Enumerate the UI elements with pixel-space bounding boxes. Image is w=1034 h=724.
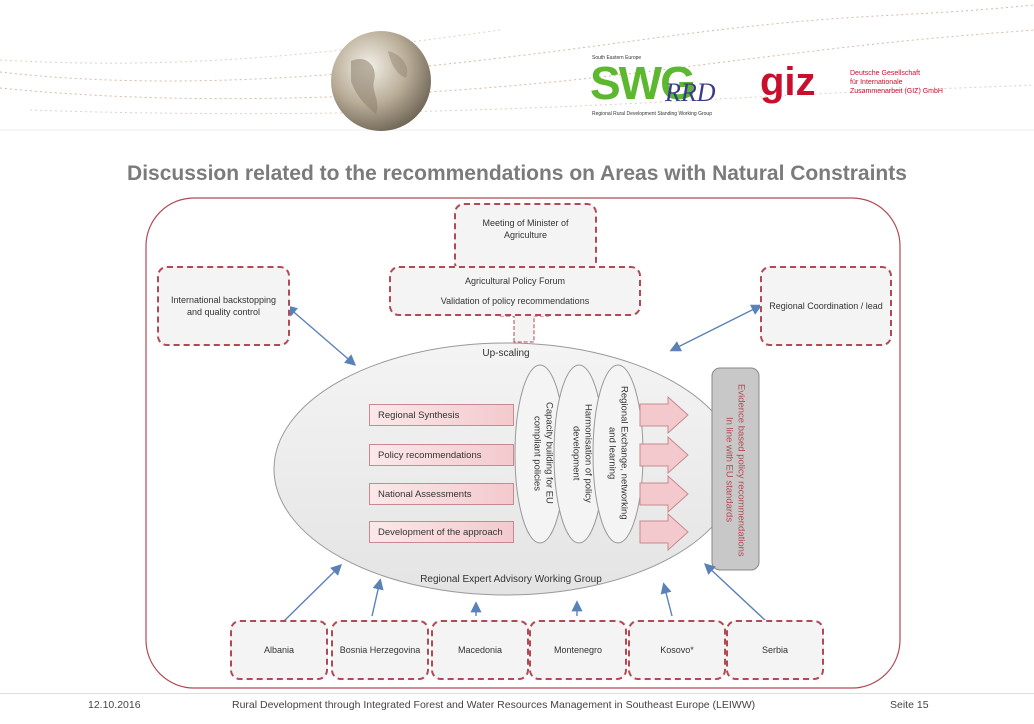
footer-divider: [0, 693, 1034, 694]
outer-frame: [145, 197, 901, 689]
forum-box: Agricultural Policy Forum Validation of …: [389, 266, 641, 316]
country-montenegro: Montenegro: [529, 620, 627, 680]
country-kosovo: Kosovo*: [628, 620, 726, 680]
bar-national-assessments: National Assessments: [369, 483, 514, 505]
footer-text: Rural Development through Integrated For…: [232, 699, 756, 711]
upscaling-label: Up-scaling: [482, 348, 530, 359]
globe-icon: [331, 31, 431, 131]
evidence-box: [711, 367, 760, 571]
forum-subtitle: Validation of policy recommendations: [440, 296, 590, 306]
swg-logo: SWG: [590, 57, 696, 109]
page-title: Discussion related to the recommendation…: [127, 162, 907, 185]
bar-development-approach: Development of the approach: [369, 521, 514, 543]
swg-bottom-text: Regional Rural Development Standing Work…: [592, 111, 712, 117]
swg-top-text: South Eastern Europe: [592, 55, 642, 61]
giz-text: Deutsche Gesellschaft für Internationale…: [850, 70, 943, 95]
oval-harmonisation-label: Harmonisation of policy development: [570, 403, 594, 503]
intl-backstopping-box: International backstopping and quality c…: [157, 266, 290, 346]
expert-group-label: Regional Expert Advisory Working Group: [420, 574, 602, 585]
country-bosnia: Bosnia Herzegovina: [331, 620, 429, 680]
country-serbia: Serbia: [726, 620, 824, 680]
header-decoration: [0, 4, 1034, 131]
evidence-label: Evidence based policy recommendations In…: [723, 383, 747, 557]
oval-exchange-label: Regional Exchange, networking and learni…: [606, 386, 630, 520]
bar-regional-synthesis: Regional Synthesis: [369, 404, 514, 426]
minister-box: Meeting of Minister of Agriculture: [454, 203, 597, 273]
regional-coordination-box: Regional Coordination / lead: [760, 266, 892, 346]
bar-policy-recommendations: Policy recommendations: [369, 444, 514, 466]
oval-capacity-label: Capacity building for EU compliant polic…: [531, 402, 555, 504]
giz-logo: giz: [760, 60, 816, 104]
swg-rrd: RRD: [665, 78, 716, 107]
country-macedonia: Macedonia: [431, 620, 529, 680]
forum-title: Agricultural Policy Forum: [464, 275, 566, 286]
footer-page: Seite 15: [890, 699, 929, 711]
country-albania: Albania: [230, 620, 328, 680]
footer-date: 12.10.2016: [88, 699, 141, 711]
